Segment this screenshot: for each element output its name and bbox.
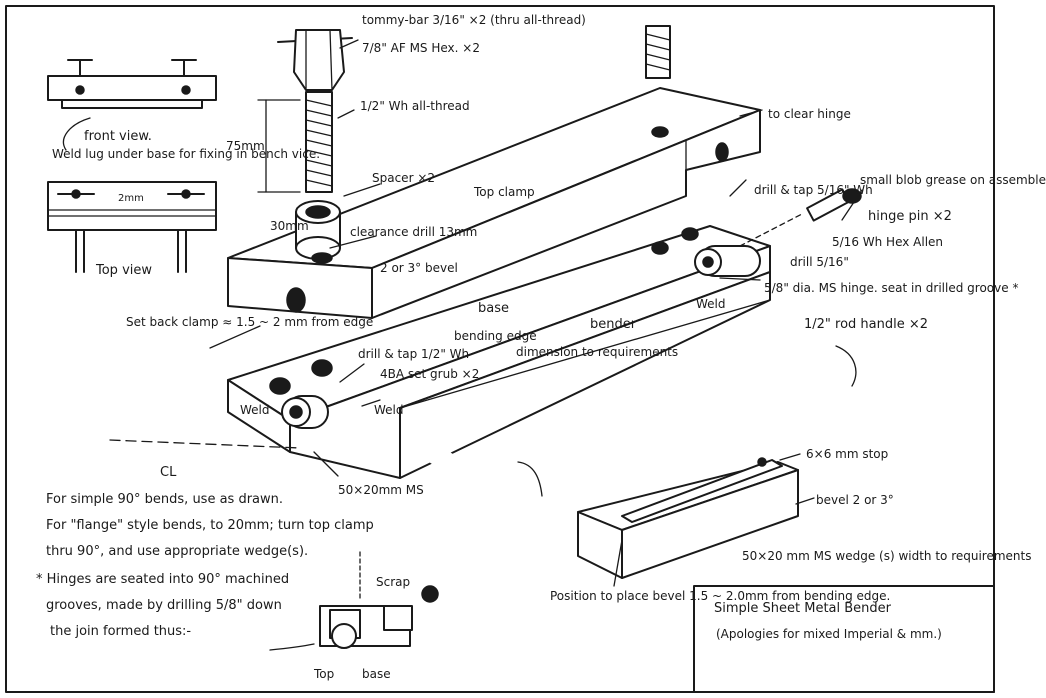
label-base-small: base	[362, 667, 391, 681]
label-rod-handle: 1/2" rod handle ×2	[804, 317, 929, 332]
technical-drawing	[5, 5, 995, 693]
all-thread-right	[645, 25, 671, 79]
top-clamp-bar	[227, 87, 761, 319]
label-base: base	[478, 301, 509, 316]
note-line-3: thru 90°, and use appropriate wedge(s).	[46, 544, 309, 559]
label-tommy-bar: tommy-bar 3/16" ×2 (thru all-thread)	[362, 13, 586, 27]
label-hinge-pin: hinge pin ×2	[868, 209, 952, 224]
hex-nut-assembly	[257, 29, 353, 193]
label-bevel-2or3: 2 or 3° bevel	[380, 261, 458, 275]
label-top-view: Top view	[96, 263, 153, 278]
label-hex-nut: 7/8" AF MS Hex. ×2	[362, 41, 480, 55]
note-line-2: For "flange" style bends, to 20mm; turn …	[46, 518, 374, 533]
label-weld-mid: Weld	[374, 403, 404, 417]
centre-line	[109, 439, 301, 449]
label-set-back: Set back clamp ≈ 1.5 ~ 2 mm from edge	[126, 315, 374, 329]
note-line-6: the join formed thus:-	[50, 624, 192, 639]
label-spacer: Spacer ×2	[372, 171, 436, 185]
join-sketch	[269, 551, 439, 651]
hinge-back	[694, 245, 761, 277]
wedge	[577, 457, 799, 579]
leader-lines	[209, 39, 863, 587]
label-hex-allen: 5/16 Wh Hex Allen	[832, 235, 944, 249]
label-drill-tap-2: drill & tap 1/2" Wh	[358, 347, 470, 361]
label-dim-30: 30mm	[270, 219, 309, 233]
label-allthread: 1/2" Wh all-thread	[360, 99, 470, 113]
front-view	[47, 59, 217, 151]
title-box-frame	[693, 585, 995, 693]
drawing-sheet: tommy-bar 3/16" ×2 (thru all-thread) 7/8…	[5, 5, 1046, 693]
label-bevel-wedge: bevel 2 or 3°	[816, 493, 894, 507]
label-cl: CL	[160, 465, 177, 480]
label-weld-left: Weld	[240, 403, 270, 417]
label-top-small: Top	[314, 667, 335, 681]
rod-handle-right	[746, 320, 850, 408]
label-drill-tap-1: drill & tap 5/16" Wh	[754, 183, 873, 197]
base-block	[227, 225, 771, 479]
label-stop: 6×6 mm stop	[806, 447, 889, 461]
label-scrap: Scrap	[376, 575, 411, 589]
rotation-arrow-right	[835, 345, 857, 387]
label-ms-hinge: 5/8" dia. MS hinge. seat in drilled groo…	[764, 281, 1019, 295]
label-bending-edge: bending edge	[454, 329, 537, 343]
label-clearance: clearance drill 13mm	[350, 225, 478, 239]
note-line-1: For simple 90° bends, use as drawn.	[46, 492, 284, 507]
hinge-front	[281, 395, 329, 429]
label-to-clear-hinge: to clear hinge	[768, 107, 851, 121]
label-position: Position to place bevel 1.5 ~ 2.0mm from…	[550, 589, 891, 603]
label-front-view: front view.	[84, 129, 152, 144]
label-small-blob: small blob grease on assemble	[860, 173, 1046, 187]
label-top-clamp: Top clamp	[474, 185, 535, 199]
label-weld-right: Weld	[696, 297, 726, 311]
note-line-4: * Hinges are seated into 90° machined	[36, 572, 290, 587]
note-line-5: grooves, made by drilling 5/8" down	[46, 598, 282, 613]
label-dimension: dimension to requirements	[516, 345, 679, 359]
label-ms-50x20: 50×20mm MS	[338, 483, 424, 497]
bender-bar	[399, 271, 771, 479]
top-view	[47, 181, 217, 273]
drawing-title: Simple Sheet Metal Bender	[714, 601, 892, 616]
label-bender: bender	[590, 317, 637, 332]
rotation-arrow-left	[517, 461, 543, 497]
hinge-pin	[739, 188, 862, 247]
label-wedge: 50×20 mm MS wedge (s) width to requireme…	[742, 549, 1032, 563]
drawing-subtitle: (Apologies for mixed Imperial & mm.)	[716, 627, 942, 641]
label-set-grub: 4BA set grub ×2	[380, 367, 480, 381]
label-dim-75: 75mm	[226, 139, 265, 153]
outer-frame	[5, 5, 995, 693]
spacer	[295, 200, 341, 264]
label-dim-2mm: 2mm	[118, 193, 144, 204]
label-drill-5-16: drill 5/16"	[790, 255, 849, 269]
label-weld-lug: Weld lug under base for fixing in bench …	[52, 147, 321, 161]
rod-handle-left	[422, 442, 540, 528]
